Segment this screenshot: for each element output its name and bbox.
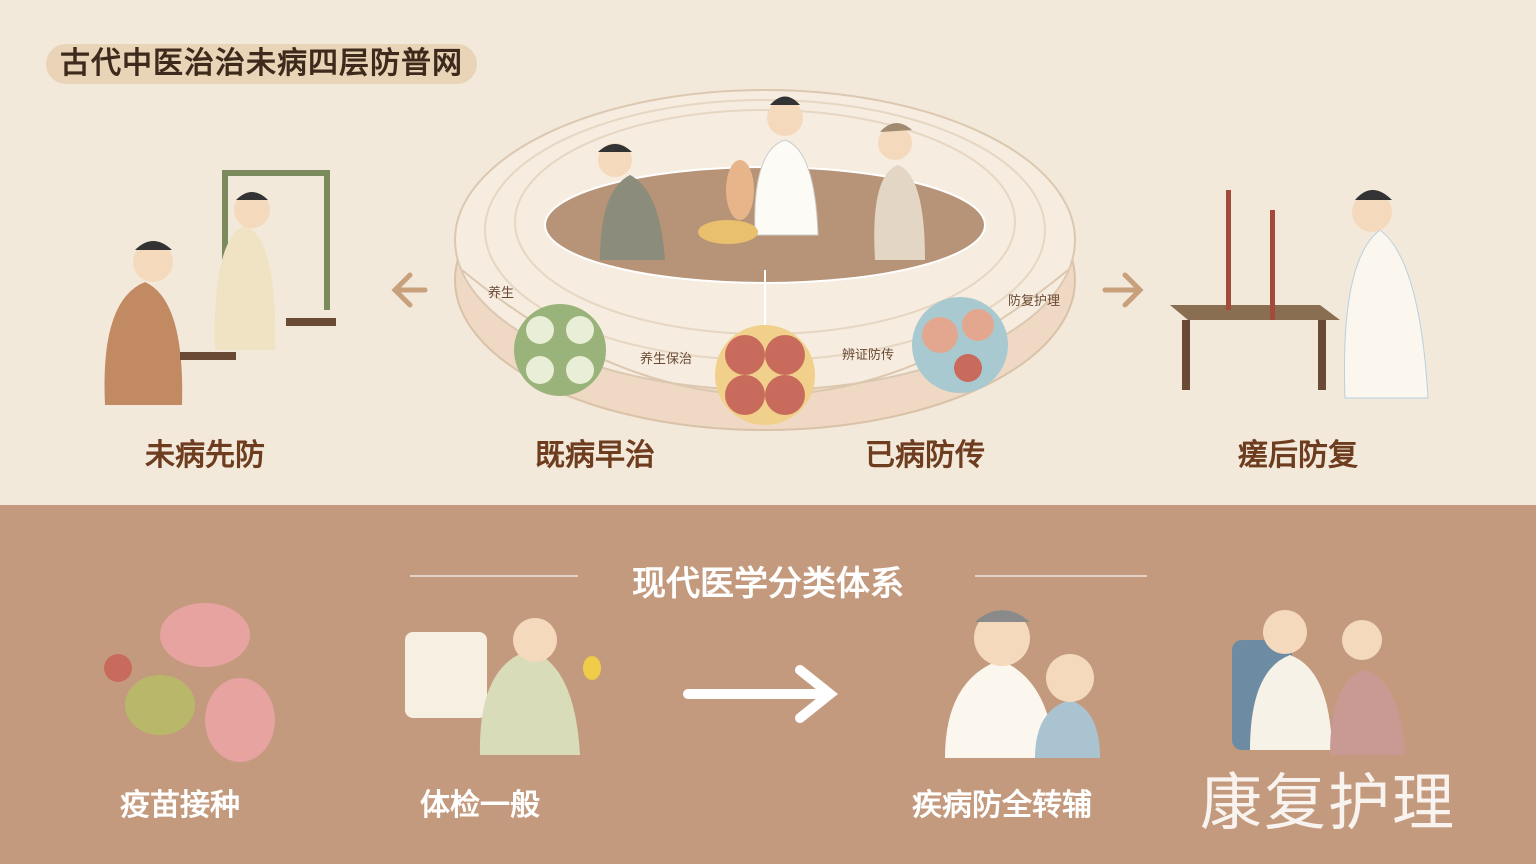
bottom-checkup-scene bbox=[405, 618, 601, 755]
label-prevent-relapse: 瘥后防复 bbox=[1238, 438, 1358, 473]
central-figures bbox=[598, 96, 925, 260]
ring-label: 辨证防传 bbox=[842, 348, 895, 363]
section-divider-right bbox=[975, 575, 1147, 577]
label-early-treatment: 既病早治 bbox=[535, 438, 655, 473]
bottom-vaccine-scene bbox=[104, 603, 275, 762]
label-prevent-transmission: 已病防传 bbox=[865, 438, 985, 473]
label-prevent-before-illness: 未病先防 bbox=[145, 438, 265, 473]
arrow-left-icon bbox=[391, 272, 428, 308]
section-divider-left bbox=[410, 575, 578, 577]
bottom-doctor-scene bbox=[945, 610, 1100, 758]
section-title: 现代医学分类体系 bbox=[632, 564, 904, 604]
arrow-right-icon bbox=[1102, 272, 1144, 308]
page-title: 古代中医治治未病四层防普网 bbox=[46, 44, 477, 84]
bottom-rehab-scene bbox=[1232, 610, 1405, 755]
right-scene bbox=[1170, 190, 1429, 399]
left-scene bbox=[104, 170, 336, 405]
arrow-forward-icon bbox=[683, 665, 839, 723]
label-vaccination: 疫苗接种 bbox=[120, 788, 240, 823]
ring-label: 养生保治 bbox=[640, 352, 693, 367]
label-checkup: 体检一般 bbox=[420, 788, 540, 823]
ring-label: 防复护理 bbox=[1008, 294, 1061, 309]
watermark: 康复护理 bbox=[1200, 766, 1457, 839]
ring-label: 养生 bbox=[488, 286, 515, 301]
ring-medallions bbox=[514, 297, 1008, 425]
label-disease-prevention: 疾病防全转辅 bbox=[912, 788, 1092, 823]
